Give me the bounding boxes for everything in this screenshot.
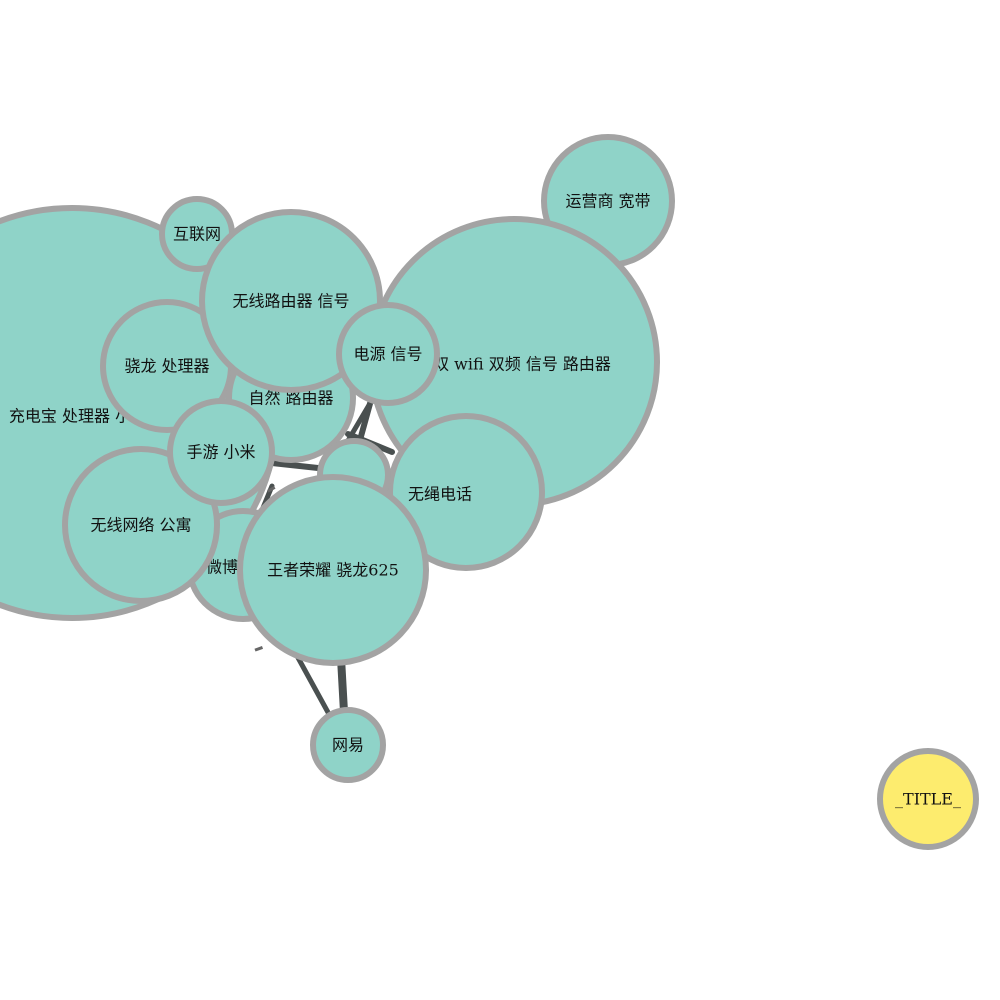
node-label: 充电宝 处理器 小 <box>9 407 131 426</box>
node-circle <box>62 446 220 604</box>
node-label: 双 wifi 双频 信号 路由器 <box>433 355 611 374</box>
edge-label-mark <box>254 646 264 652</box>
node-label: 无绳电话 <box>408 485 472 504</box>
node-label: 电源 信号 <box>353 345 422 364</box>
node-dy[interactable]: 电源 信号 <box>336 302 440 406</box>
node-circle <box>310 707 386 783</box>
node-label: 王者荣耀 骁龙625 <box>267 561 399 580</box>
node-circle <box>877 748 979 850</box>
node-label: 互联网 <box>173 225 221 244</box>
node-wlr[interactable]: 无线路由器 信号 <box>199 209 383 393</box>
edge-label-mark <box>267 486 276 493</box>
node-wlg[interactable]: 无线网络 公寓 <box>62 446 220 604</box>
edge-n_small-n_dy <box>343 397 375 447</box>
node-label: _TITLE_ <box>895 790 961 809</box>
node-sy[interactable]: 手游 小米 <box>167 398 275 506</box>
node-label: 无线网络 公寓 <box>90 516 191 535</box>
node-circle <box>167 398 275 506</box>
node-circle <box>387 413 545 571</box>
node-hn[interactable]: 王者荣耀 骁龙625 <box>237 474 429 666</box>
edge-n_sy-n_small <box>269 460 321 471</box>
node-title[interactable]: _TITLE_ <box>877 748 979 850</box>
edge-n_wy-n_wb <box>293 651 333 719</box>
node-circle <box>336 302 440 406</box>
node-wy[interactable]: 网易 <box>310 707 386 783</box>
node-circle <box>237 474 429 666</box>
node-label: 运营商 宽带 <box>565 192 650 211</box>
node-label: 骁龙 处理器 <box>124 357 209 376</box>
node-label: 网易 <box>332 736 364 755</box>
node-wsd[interactable]: 无绳电话 <box>387 413 545 571</box>
node-circle <box>199 209 383 393</box>
node-xiaolong[interactable]: 骁龙 处理器 <box>100 299 234 433</box>
node-label: 无线路由器 信号 <box>232 292 349 311</box>
node-label: 手游 小米 <box>186 443 255 462</box>
node-label: 微博 <box>206 558 238 577</box>
node-label: 自然 路由器 <box>248 389 333 408</box>
